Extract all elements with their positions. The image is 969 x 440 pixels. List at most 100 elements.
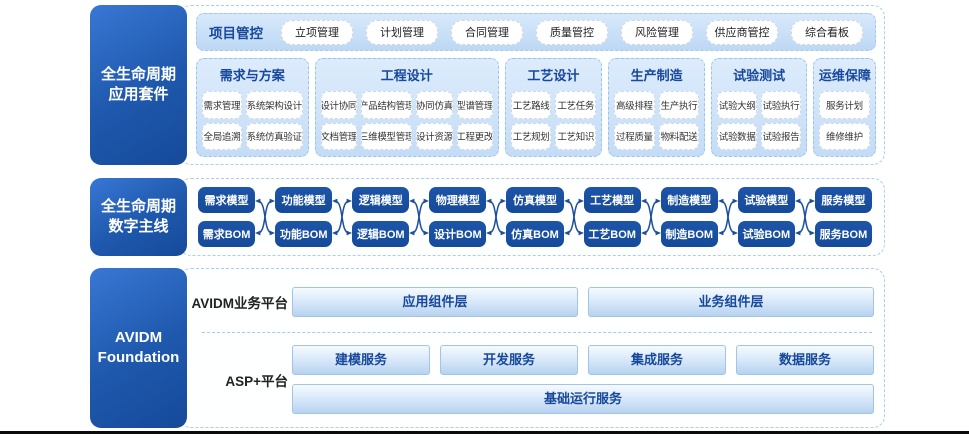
avidm-platform-label: AVIDM业务平台 [191, 296, 289, 311]
suite-column-row: 设计协同产品结构管理协同仿真型谱管理 [320, 91, 493, 119]
module-chip: 协同仿真 [416, 91, 453, 119]
module-chip: 工艺任务 [555, 91, 597, 119]
module-chip: 系统架构设计 [245, 91, 303, 119]
foundation-band-label-line2: Foundation [97, 349, 180, 366]
chain-link-connector [640, 198, 661, 236]
model-bom-pair: 需求模型需求BOM [198, 187, 256, 247]
module-chip: 设计协同 [320, 91, 357, 119]
bom-box: 工艺BOM [583, 221, 641, 247]
suite-column-row: 高级排程生产执行 [614, 91, 700, 119]
suite-band-label-line1: 全生命周期 [100, 65, 176, 83]
module-chip: 服务计划 [818, 91, 870, 119]
suite-column: 工程设计设计协同产品结构管理协同仿真型谱管理文档管理三维模型管理设计资源工程更改 [314, 58, 499, 157]
project-control-panel: 项目管控 立项管理计划管理合同管理质量管控风险管理供应商管控综合看板 [196, 13, 876, 51]
module-chip: 工程更改 [456, 122, 493, 150]
chain-link-connector [794, 198, 815, 236]
chain-link-connector [255, 198, 276, 236]
module-chip: 需求管理 [202, 91, 242, 119]
foundation-band-label-line1: AVIDM [114, 328, 163, 346]
service-bar: 数据服务 [736, 345, 874, 375]
model-box: 逻辑模型 [352, 187, 410, 213]
bom-box: 设计BOM [429, 221, 487, 247]
module-chip: 过程质量 [614, 122, 655, 150]
suite-column-title: 工程设计 [380, 68, 433, 83]
project-module-chip: 综合看板 [791, 19, 863, 45]
project-module-chip: 风险管理 [621, 19, 693, 45]
project-module-chip: 计划管理 [366, 19, 438, 45]
suite-domain-columns: 需求与方案需求管理系统架构设计全局追溯系统仿真验证工程设计设计协同产品结构管理协… [196, 58, 876, 157]
model-bom-pair: 工艺模型工艺BOM [583, 187, 641, 247]
suite-column: 运维保障服务计划维修维护 [812, 58, 876, 157]
model-box: 制造模型 [660, 187, 718, 213]
bom-box: 功能BOM [275, 221, 333, 247]
module-chip: 物料配送 [658, 122, 700, 150]
model-bom-pair: 逻辑模型逻辑BOM [352, 187, 410, 247]
module-chip: 系统仿真验证 [245, 122, 303, 150]
model-bom-pair: 服务模型服务BOM [814, 187, 872, 247]
module-chip: 工艺路线 [510, 91, 552, 119]
suite-column-row: 试验大纲试验执行 [717, 91, 801, 119]
bom-box: 试验BOM [737, 221, 795, 247]
service-bar: 开发服务 [440, 345, 578, 375]
suite-column-row: 工艺路线工艺任务 [510, 91, 597, 119]
model-box: 试验模型 [737, 187, 795, 213]
avidm-platform-row: AVIDM业务平台 应用组件层业务组件层 [190, 287, 874, 317]
bom-box: 制造BOM [660, 221, 718, 247]
bom-box: 逻辑BOM [352, 221, 410, 247]
suite-column-title: 需求与方案 [219, 68, 285, 83]
module-chip: 试验报告 [761, 122, 801, 150]
suite-column-row: 需求管理系统架构设计 [202, 91, 303, 119]
asp-platform-row: ASP+平台 建模服务开发服务集成服务数据服务 基础运行服务 [190, 345, 874, 414]
chain-link-connector [409, 198, 430, 236]
project-module-chip: 质量管控 [536, 19, 608, 45]
suite-column: 试验测试试验大纲试验执行试验数据试验报告 [711, 58, 807, 157]
foundation-band-label: AVIDM Foundation [90, 268, 187, 428]
model-box: 工艺模型 [583, 187, 641, 213]
module-chip: 生产执行 [658, 91, 700, 119]
module-chip: 试验数据 [717, 122, 758, 150]
suite-column: 工艺设计工艺路线工艺任务工艺规划工艺知识 [504, 58, 603, 157]
asp-service-bars: 建模服务开发服务集成服务数据服务 [292, 345, 874, 375]
module-chip: 文档管理 [320, 122, 357, 150]
suite-column: 生产制造高级排程生产执行过程质量物料配送 [608, 58, 706, 157]
bom-box: 需求BOM [198, 221, 256, 247]
suite-column-row: 维修维护 [818, 122, 870, 150]
suite-column-row: 服务计划 [818, 91, 870, 119]
module-chip: 设计资源 [416, 122, 453, 150]
module-chip: 高级排程 [614, 91, 655, 119]
suite-column-row: 全局追溯系统仿真验证 [202, 122, 303, 150]
service-bar: 建模服务 [292, 345, 430, 375]
asp-platform-label: ASP+平台 [225, 373, 288, 389]
base-runtime-service-bar: 基础运行服务 [292, 384, 874, 414]
chain-link-connector [332, 198, 353, 236]
suite-column-row: 文档管理三维模型管理设计资源工程更改 [320, 122, 493, 150]
bom-box: 服务BOM [814, 221, 872, 247]
lifecycle-suite-band: 全生命周期 应用套件 项目管控 立项管理计划管理合同管理质量管控风险管理供应商管… [90, 5, 885, 165]
module-chip: 全局追溯 [202, 122, 242, 150]
suite-column-title: 试验测试 [733, 68, 786, 83]
module-chip: 型谱管理 [456, 91, 493, 119]
suite-column-title: 工艺设计 [527, 68, 580, 83]
service-bar: 集成服务 [588, 345, 726, 375]
module-chip: 产品结构管理 [360, 91, 413, 119]
chain-link-connector [486, 198, 507, 236]
model-box: 仿真模型 [506, 187, 564, 213]
project-module-chip: 供应商管控 [706, 19, 778, 45]
module-chip: 试验大纲 [717, 91, 758, 119]
chain-link-connector [563, 198, 584, 236]
suite-column-row: 工艺规划工艺知识 [510, 122, 597, 150]
suite-column-title: 运维保障 [818, 68, 871, 83]
suite-column-row: 过程质量物料配送 [614, 122, 700, 150]
bom-box: 仿真BOM [506, 221, 564, 247]
avidm-platform-bars: 应用组件层业务组件层 [292, 287, 874, 317]
suite-column: 需求与方案需求管理系统架构设计全局追溯系统仿真验证 [196, 58, 309, 157]
module-chip: 工艺知识 [555, 122, 597, 150]
model-bom-pair: 物理模型设计BOM [429, 187, 487, 247]
thread-band-label-line2: 数字主线 [108, 218, 169, 235]
project-control-title: 项目管控 [209, 26, 263, 41]
thread-band-label-line1: 全生命周期 [100, 197, 176, 215]
project-module-chip: 立项管理 [281, 19, 353, 45]
